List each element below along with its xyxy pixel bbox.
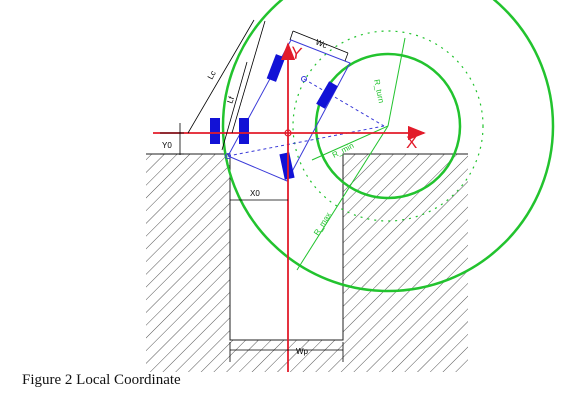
y-axis-label: Y bbox=[289, 43, 303, 63]
wp-label: Wp bbox=[296, 347, 309, 356]
r-max-label: R_max bbox=[312, 211, 333, 237]
y0-label: Y0 bbox=[162, 141, 172, 150]
wheel-mid-left bbox=[239, 118, 249, 144]
x0-label: X0 bbox=[250, 189, 260, 198]
axis-origin bbox=[284, 129, 292, 137]
turn-center bbox=[301, 76, 307, 82]
r-turn-label: R_turn bbox=[372, 79, 386, 104]
lf-label: Lf bbox=[225, 95, 236, 105]
wc-label: Wc bbox=[314, 38, 328, 51]
axes bbox=[153, 42, 426, 372]
wheel-front-left bbox=[266, 54, 286, 82]
turning-circles bbox=[221, 0, 555, 293]
ground-hatching bbox=[146, 153, 468, 372]
vehicle-origin bbox=[225, 153, 231, 159]
wheel-rear-right bbox=[279, 152, 295, 180]
dimensions bbox=[160, 19, 349, 362]
wheel-rear-left bbox=[210, 118, 220, 144]
r-turn-circle bbox=[292, 30, 484, 222]
figure-caption: Figure 2 Local Coordinate bbox=[22, 372, 181, 388]
vehicle bbox=[210, 39, 385, 182]
lc-label: Lc bbox=[206, 69, 218, 81]
r-max-circle bbox=[221, 0, 555, 293]
x-axis-label: X bbox=[406, 133, 417, 152]
wheel-front-right bbox=[316, 81, 338, 109]
